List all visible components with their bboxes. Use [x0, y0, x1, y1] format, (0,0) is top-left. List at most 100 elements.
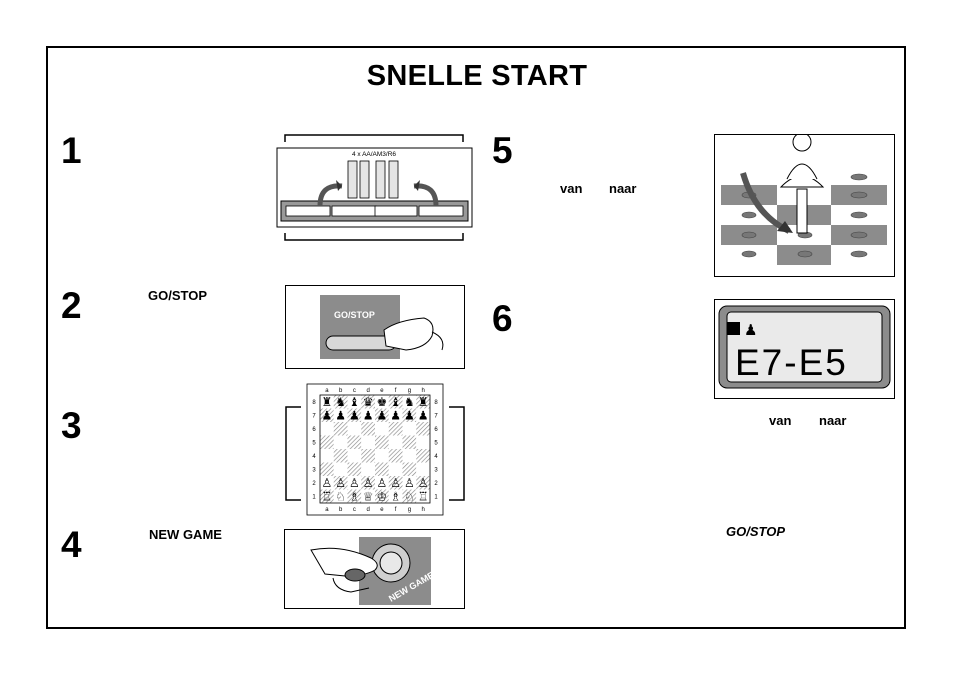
- board-square: [388, 462, 403, 476]
- chess-piece: ♜: [418, 395, 429, 409]
- board-square: [333, 422, 348, 436]
- board-square: [333, 435, 348, 449]
- new-game-illustration: NEW GAME: [284, 529, 465, 609]
- new-game-svg: NEW GAME: [310, 537, 436, 605]
- board-square: [320, 408, 334, 422]
- step-number-1: 1: [61, 130, 82, 171]
- rank-label-left: 7: [312, 413, 316, 419]
- board-square: [320, 489, 334, 503]
- step5-to-word: naar: [609, 181, 637, 196]
- board-square: [375, 408, 389, 422]
- chess-piece: ♖: [418, 490, 429, 504]
- chess-piece: ♙: [418, 476, 429, 490]
- page-title: SNELLE START: [366, 60, 588, 92]
- board-square: [388, 408, 403, 422]
- rank-label-right: 6: [434, 427, 438, 433]
- chess-piece: ♟: [404, 409, 415, 423]
- board-square: [347, 476, 362, 490]
- board-square: [416, 449, 430, 463]
- board-square: [375, 476, 389, 490]
- chess-piece: ♙: [404, 476, 415, 490]
- chess-piece: ♟: [321, 409, 332, 423]
- rank-label-right: 8: [434, 400, 438, 406]
- rank-label-right: 1: [434, 494, 438, 500]
- step-number-4: 4: [61, 524, 82, 565]
- board-square: [320, 476, 334, 490]
- rank-label-right: 7: [434, 413, 438, 419]
- board-square: [388, 449, 403, 463]
- board-square: [402, 476, 417, 490]
- file-label-bottom: h: [421, 507, 424, 513]
- board-square: [416, 476, 430, 490]
- rank-label-left: 3: [312, 467, 316, 473]
- chess-piece: ♙: [335, 476, 346, 490]
- pawn-move-svg: [721, 132, 887, 265]
- board-square: [375, 449, 389, 463]
- board-square: [347, 395, 362, 409]
- file-label-bottom: e: [380, 507, 384, 513]
- chess-piece: ♙: [349, 476, 360, 490]
- file-label-bottom: g: [408, 507, 411, 513]
- chess-piece: ♗: [349, 490, 360, 504]
- board-square: [402, 449, 417, 463]
- board-square: [347, 408, 362, 422]
- board-square: [361, 422, 375, 436]
- board-square: [402, 422, 417, 436]
- board-square: [320, 435, 334, 449]
- chess-piece: ♘: [404, 490, 415, 504]
- step4-new-game-label: NEW GAME: [149, 527, 222, 542]
- rank-label-right: 5: [434, 440, 438, 446]
- chess-piece: ♗: [390, 490, 401, 504]
- file-label-top: g: [408, 388, 411, 394]
- board-square: [416, 395, 430, 409]
- board-square: [333, 489, 348, 503]
- chess-piece: ♟: [418, 409, 429, 423]
- chess-piece: ♞: [335, 395, 346, 409]
- board-square: [402, 435, 417, 449]
- file-label-bottom: c: [353, 507, 356, 513]
- step-number-5: 5: [492, 130, 513, 171]
- board-square: [333, 462, 348, 476]
- rank-label-right: 3: [434, 467, 438, 473]
- chess-piece: ♛: [363, 395, 374, 409]
- step6-from-word: van: [769, 413, 792, 428]
- chess-piece: ♙: [363, 476, 374, 490]
- battery-type-label: 4 x AA/AM3/R6: [352, 151, 396, 158]
- board-square: [361, 449, 375, 463]
- board-square: [361, 462, 375, 476]
- board-square: [388, 476, 403, 490]
- black-square-icon: [727, 322, 740, 335]
- file-label-top: e: [380, 388, 384, 394]
- step-number-6: 6: [492, 298, 513, 339]
- chess-piece: ♙: [390, 476, 401, 490]
- chess-piece: ♟: [390, 409, 401, 423]
- board-square: [361, 395, 375, 409]
- battery-svg: 4 x AA/AM3/R6: [276, 134, 473, 241]
- page-frame: [46, 46, 906, 629]
- pawn-move-illustration: [714, 132, 895, 277]
- rank-label-left: 6: [312, 427, 316, 433]
- board-square: [361, 476, 375, 490]
- board-square: [333, 476, 348, 490]
- chess-piece: ♞: [404, 395, 415, 409]
- chess-piece: ♝: [349, 395, 360, 409]
- file-label-top: d: [366, 388, 369, 394]
- board-square: [333, 449, 348, 463]
- board-square: [416, 408, 430, 422]
- board-square: [388, 435, 403, 449]
- board-square: [333, 408, 348, 422]
- battery-illustration: 4 x AA/AM3/R6: [276, 134, 474, 242]
- rank-label-left: 2: [312, 481, 316, 487]
- chess-piece: ♟: [363, 409, 374, 423]
- board-square: [320, 449, 334, 463]
- chess-piece: ♖: [321, 490, 332, 504]
- board-square: [388, 422, 403, 436]
- chess-piece: ♟: [349, 409, 360, 423]
- file-label-bottom: f: [395, 507, 397, 513]
- lcd-move-text: E7-E5: [735, 342, 848, 383]
- board-square: [347, 462, 362, 476]
- chess-piece: ♕: [363, 490, 374, 504]
- chess-piece: ♟: [335, 409, 346, 423]
